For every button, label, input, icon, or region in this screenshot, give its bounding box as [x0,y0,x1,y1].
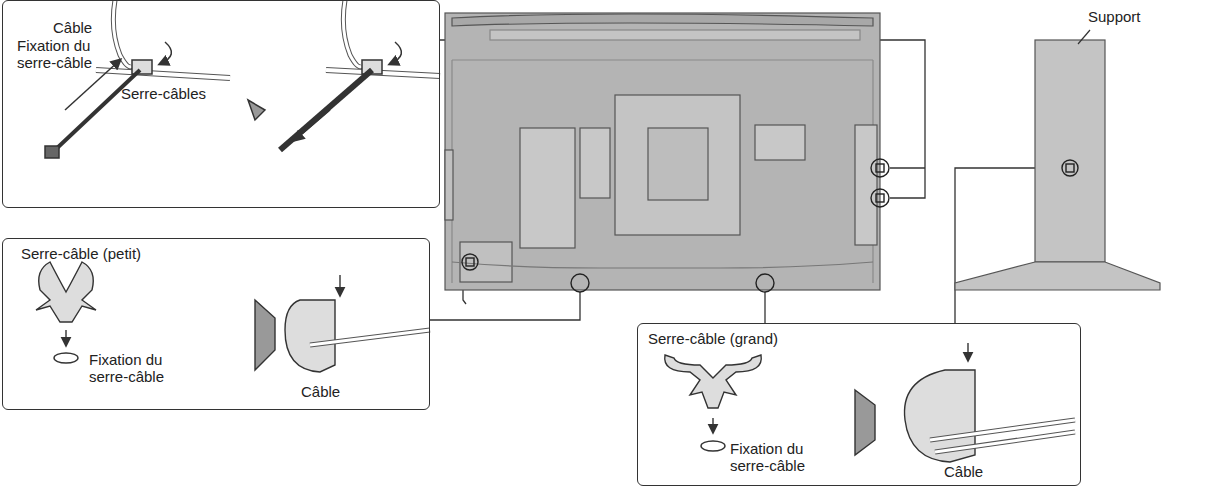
part-label: Fixation du serre-câble [89,351,181,385]
part-label: Fixation du serre-câble [17,37,109,71]
part-label: Serre-câble (grand) [648,330,778,347]
part-label: Serre-câble (petit) [21,245,141,262]
part-label: Support [1088,8,1141,25]
part-label: Câble [301,383,340,400]
part-label: Serre-câbles [121,85,206,102]
small-clip-panel: Serre-câble (petit) Fixation du serre-câb… [2,238,430,410]
large-clip-panel: Serre-câble (grand) Fixation du serre-câb… [637,323,1081,486]
part-label: Fixation du serre-câble [730,440,822,474]
part-label: Câble [944,463,983,480]
part-label: Câble [53,19,92,36]
zip-tie-panel: CâbleFixation du serre-câbleSerre-câbles [2,0,440,208]
